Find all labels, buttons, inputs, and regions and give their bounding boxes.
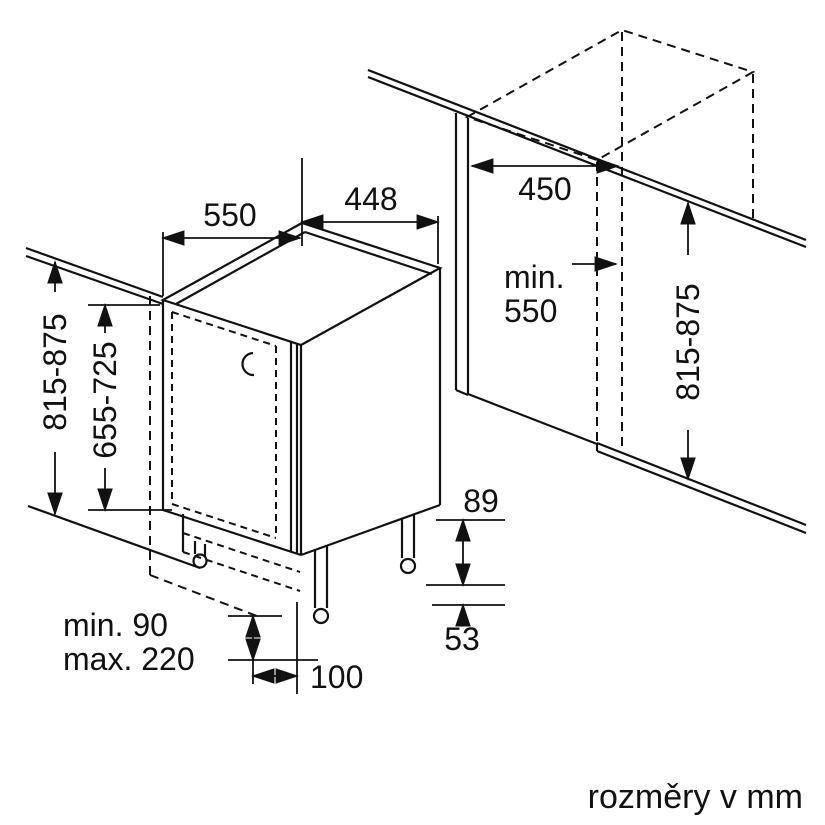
dim-side-gap-label: 53	[444, 621, 480, 657]
appliance-top-inner-line-right	[304, 230, 433, 276]
dim-niche-height: 815-875	[670, 201, 706, 481]
niche-structure	[454, 28, 807, 535]
surround-dashed-diagonal	[149, 574, 263, 619]
door-panel-dashed-top	[171, 311, 277, 347]
foot-left	[192, 541, 208, 569]
dim-rear-gap: 89	[455, 483, 499, 587]
foot-right-wheel	[399, 557, 417, 575]
dim-niche-depth: min. 550	[504, 256, 618, 329]
dimension-annotations: 550 448 450 min. 550 815-87	[37, 158, 803, 816]
countertop-edge-left-outer	[25, 246, 164, 299]
units-note: rozměry v mm	[588, 778, 803, 816]
appliance-drawing	[149, 221, 443, 625]
dim-niche-depth-label-min: min.	[504, 259, 564, 295]
dim-door-height: 655-725	[87, 303, 123, 512]
cabinet-base-edge-inner	[596, 449, 807, 535]
dim-door-height-label: 655-725	[87, 341, 123, 458]
countertop-edge-right-outer	[367, 68, 807, 242]
dim-plinth-depth: 100	[251, 659, 363, 695]
door-panel-dashed-bottom	[171, 503, 277, 539]
dim-niche-depth-label-value: 550	[504, 293, 557, 329]
plinth-dashed-bottom	[182, 551, 301, 592]
cabinet-base-edge-outer	[596, 441, 807, 527]
plinth-dashed-top	[182, 532, 301, 573]
dim-plinth-height: min. 90 max. 220	[63, 607, 261, 677]
dim-side-gap: 53	[444, 603, 480, 657]
foot-front-wheel	[312, 607, 330, 625]
niche-floor-front-edge	[467, 392, 598, 446]
dim-plinth-min-label: min. 90	[63, 607, 168, 643]
dim-plinth-depth-label: 100	[310, 659, 363, 695]
foot-right	[399, 514, 417, 575]
door-handle	[241, 351, 255, 377]
floor-line-left	[27, 504, 201, 570]
countertop-edge-left-inner	[25, 254, 164, 306]
dim-height-left: 815-875	[37, 260, 73, 516]
dim-top-depth: 550	[161, 197, 302, 246]
dim-plinth-max-label: max. 220	[63, 641, 195, 677]
dim-top-depth-label: 550	[203, 197, 256, 233]
dim-niche-height-label: 815-875	[670, 283, 706, 400]
dim-rear-gap-label: 89	[463, 483, 499, 519]
appliance-right-bottom-edge	[300, 503, 441, 557]
dim-top-width: 448	[300, 181, 440, 230]
niche-wall-bottom-edge	[455, 388, 469, 397]
dim-niche-width: 450	[470, 158, 620, 207]
appliance-door-bottom-edge	[162, 508, 302, 557]
niche-top-outline-dashed	[464, 28, 756, 162]
foot-left-wheel	[192, 553, 208, 569]
appliance-top-inner-line-left	[175, 231, 306, 305]
dim-top-width-label: 448	[344, 181, 397, 217]
dim-niche-width-label: 450	[518, 171, 571, 207]
foot-front	[312, 545, 330, 625]
dim-height-left-label: 815-875	[37, 313, 73, 430]
